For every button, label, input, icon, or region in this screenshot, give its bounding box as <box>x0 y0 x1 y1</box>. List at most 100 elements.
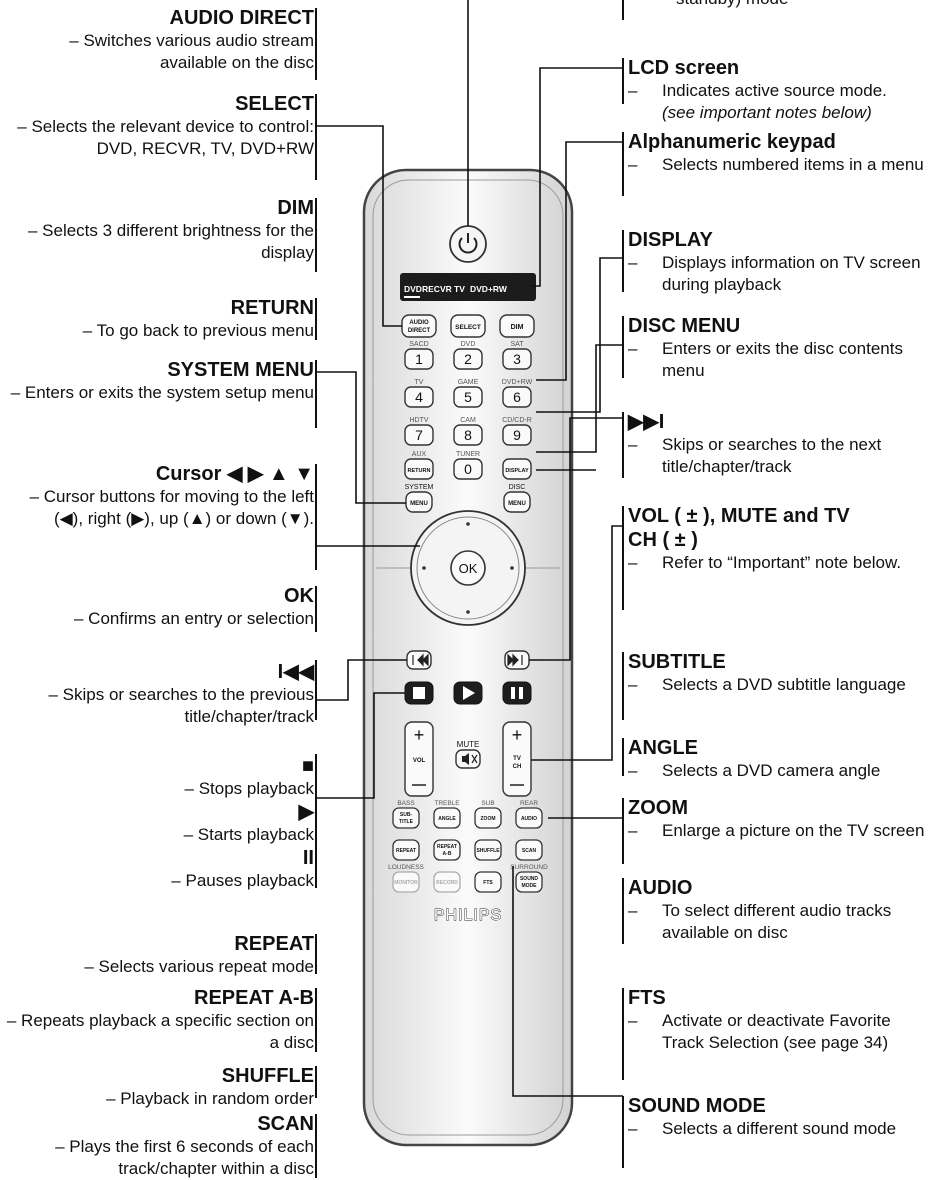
fn-angle[interactable]: TREBLE ANGLE <box>433 800 461 829</box>
label-desc: standby) mode <box>642 0 932 10</box>
play-mode-scan[interactable]: SCAN <box>515 839 543 861</box>
ok-label: OK <box>459 561 478 576</box>
btn-label: AUDIO <box>409 320 429 326</box>
btn-top-label: SURROUND <box>510 864 548 871</box>
audio-direct-button[interactable]: AUDIO DIRECT <box>401 314 437 338</box>
btn-label: DIRECT <box>408 328 431 334</box>
btn-top-label: DISC <box>509 484 526 491</box>
lcd-item: DVD <box>404 284 422 294</box>
label-desc: – Plays the first 6 seconds of each trac… <box>55 1137 314 1178</box>
key-top-label: CAM <box>460 417 476 424</box>
play-button[interactable] <box>453 681 483 705</box>
label-heading: ZOOM <box>628 797 688 819</box>
mode-record[interactable]: RECORD <box>433 871 461 893</box>
label-heading: REPEAT A-B <box>194 987 314 1009</box>
label-desc: – Switches various audio stream availabl… <box>69 31 314 72</box>
label-heading: REPEAT <box>234 933 314 955</box>
mode-fts[interactable]: FTS <box>474 871 502 893</box>
label-heading: VOL ( ± ), MUTE and TV CH ( ± ) <box>628 505 850 551</box>
key-2[interactable]: DVD 2 <box>453 341 483 370</box>
key-9[interactable]: CD/CD-R9 <box>502 417 532 446</box>
label-heading: ■ <box>301 755 314 777</box>
label-heading: Alphanumeric keypad <box>628 131 836 153</box>
label-stop: ■ – Stops playback <box>6 754 314 800</box>
label-select: SELECT – Selects the relevant device to … <box>6 92 314 160</box>
label-desc: –Enters or exits the disc contents menu <box>628 339 903 380</box>
label-ok: OK – Confirms an entry or selection <box>6 584 314 630</box>
btn-label: REPEAT <box>396 848 416 854</box>
btn-label: ANGLE <box>438 816 456 822</box>
disc-menu-button[interactable]: DISC MENU <box>503 484 531 513</box>
label-prev: I◀◀ – Skips or searches to the previous … <box>6 660 314 728</box>
btn-label: MENU <box>410 501 428 507</box>
system-menu-button[interactable]: SYSTEM MENU <box>405 484 434 513</box>
key-number: 1 <box>415 351 423 367</box>
label-heading: SUBTITLE <box>628 651 726 673</box>
key-top-label: DVD+RW <box>502 379 533 386</box>
display-button[interactable]: DISPLAY <box>502 458 532 480</box>
prev-button[interactable] <box>406 650 432 670</box>
key-top-label: DVD <box>461 341 476 348</box>
label-desc: –Refer to “Important” note below. <box>628 553 902 572</box>
key-4[interactable]: TV4 <box>404 379 434 408</box>
power-button[interactable] <box>449 225 487 263</box>
tv-channel-rocker[interactable]: + TV CH <box>502 721 532 797</box>
key-6[interactable]: DVD+RW6 <box>502 379 533 408</box>
mute-button[interactable]: MUTE <box>455 740 481 769</box>
btn-label: SHUFFLE <box>476 848 500 854</box>
btn-top-label: TREBLE <box>434 800 460 807</box>
label-desc: – To go back to previous menu <box>82 321 314 340</box>
play-mode-shuffle[interactable]: SHUFFLE <box>474 839 502 861</box>
btn-top-label: SUB <box>481 800 494 807</box>
label-heading: OK <box>284 585 314 607</box>
label-play: ▶ – Starts playback <box>6 800 314 846</box>
next-button[interactable] <box>504 650 530 670</box>
label-heading: SHUFFLE <box>221 1065 314 1087</box>
ok-button[interactable]: OK <box>450 550 486 586</box>
label-heading: ▶ <box>298 801 314 823</box>
dim-button[interactable]: DIM <box>499 314 535 338</box>
label-heading: SELECT <box>235 93 314 115</box>
key-number: 5 <box>464 389 472 405</box>
label-desc: – Pauses playback <box>171 871 314 890</box>
label-vol: VOL ( ± ), MUTE and TV CH ( ± ) –Refer t… <box>628 504 928 574</box>
btn-label: RETURN <box>408 468 431 474</box>
label-heading: SCAN <box>257 1113 314 1135</box>
volume-rocker[interactable]: + VOL <box>404 721 434 797</box>
btn-label: FTS <box>483 880 493 886</box>
label-desc: – Starts playback <box>183 825 314 844</box>
tvch-label: CH <box>513 764 522 770</box>
mute-label: MUTE <box>457 740 480 749</box>
label-subtitle: SUBTITLE –Selects a DVD subtitle languag… <box>628 650 928 696</box>
btn-label: MENU <box>508 501 526 507</box>
label-cursor: Cursor ◀ ▶ ▲ ▼ – Cursor buttons for movi… <box>6 462 314 530</box>
play-mode-repeat[interactable]: REPEAT <box>392 839 420 861</box>
label-system-menu: SYSTEM MENU – Enters or exits the system… <box>6 358 314 404</box>
select-button[interactable]: SELECT <box>450 314 486 338</box>
stop-button[interactable] <box>404 681 434 705</box>
label-keypad: Alphanumeric keypad –Selects numbered it… <box>628 130 928 176</box>
vol-label: VOL <box>413 758 426 764</box>
label-dim: DIM – Selects 3 different brightness for… <box>6 196 314 264</box>
key-number: 2 <box>464 351 472 367</box>
ch-plus: + <box>512 725 523 745</box>
pause-button[interactable] <box>502 681 532 705</box>
label-desc: –Enlarge a picture on the TV screen <box>628 821 925 840</box>
label-desc: – Selects the relevant device to control… <box>17 117 314 158</box>
